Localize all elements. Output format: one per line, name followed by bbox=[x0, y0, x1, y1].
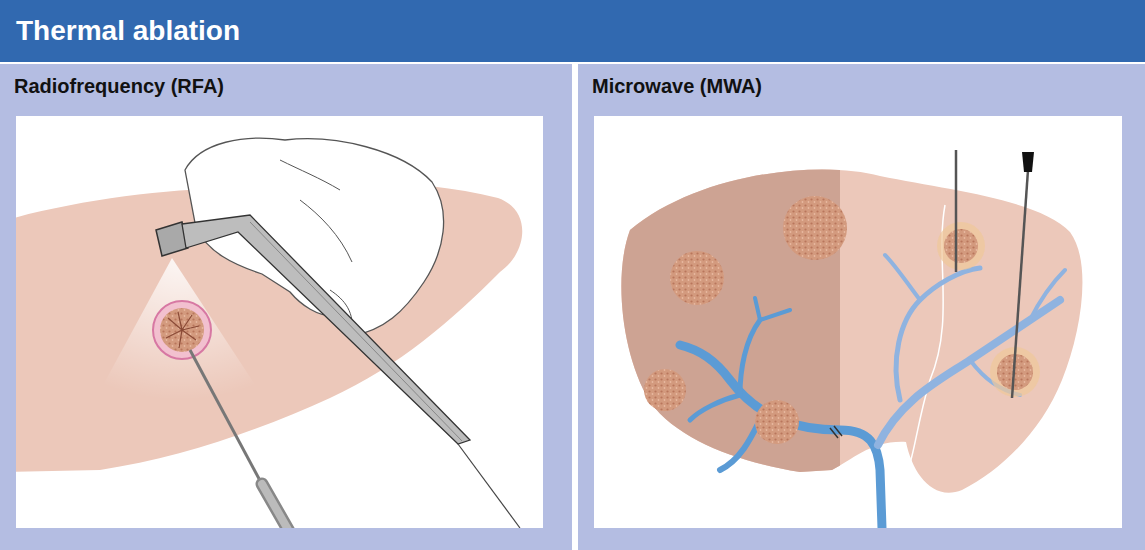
panel: Radiofrequency (RFA) bbox=[0, 64, 572, 550]
art-path bbox=[690, 320, 760, 420]
panel-ground bbox=[578, 64, 1145, 550]
mwa-illustration bbox=[621, 150, 1082, 528]
art-path bbox=[166, 312, 199, 348]
art-circle bbox=[644, 369, 686, 411]
art-circle bbox=[755, 400, 799, 444]
rfa-illustration bbox=[16, 138, 522, 528]
title-text: Thermal ablation bbox=[16, 15, 240, 47]
art-circle bbox=[783, 196, 847, 260]
art-g bbox=[621, 170, 840, 493]
art-path bbox=[262, 484, 294, 528]
art-path bbox=[458, 444, 520, 528]
panel-canvas bbox=[594, 116, 1122, 528]
art-path bbox=[720, 420, 760, 470]
panel-heading: Radiofrequency (RFA) bbox=[14, 75, 572, 98]
art-path bbox=[1022, 152, 1034, 172]
art-path bbox=[830, 426, 842, 438]
art-path bbox=[621, 170, 840, 493]
art-circle bbox=[944, 229, 978, 263]
art-path bbox=[182, 215, 470, 444]
art-path bbox=[621, 170, 1082, 493]
art-polygon bbox=[95, 258, 265, 400]
art-circle bbox=[160, 308, 204, 352]
art-line bbox=[190, 350, 264, 488]
art-path bbox=[680, 345, 882, 528]
art-circle bbox=[670, 251, 724, 305]
art-path bbox=[755, 298, 790, 320]
art-path bbox=[262, 484, 294, 528]
art-circle bbox=[153, 301, 211, 359]
panel-heading: Microwave (MWA) bbox=[592, 75, 1145, 98]
panel: Microwave (MWA) bbox=[578, 64, 1145, 550]
title-bar bbox=[0, 0, 1145, 62]
art-line bbox=[955, 150, 958, 272]
art-g bbox=[680, 255, 1065, 528]
panel-ground bbox=[0, 64, 572, 550]
art-circle bbox=[937, 222, 985, 270]
art-path bbox=[250, 222, 462, 441]
art-line bbox=[1012, 170, 1028, 398]
